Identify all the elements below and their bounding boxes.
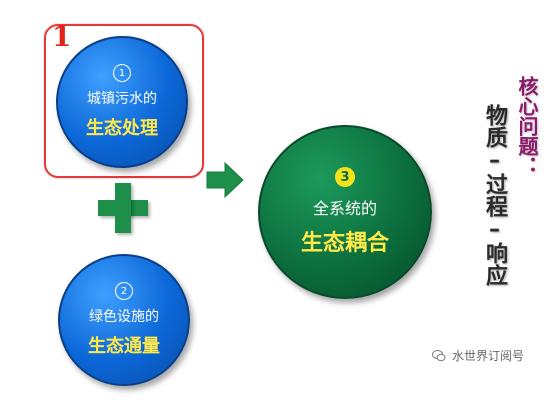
circle-line2: 生态耦合 xyxy=(300,231,389,256)
circle-line1: 城镇污水的 xyxy=(87,91,157,107)
watermark-text: 水世界订阅号 xyxy=(452,349,525,363)
circle-line2: 生态通量 xyxy=(88,336,160,357)
circle-number-marker: 3 xyxy=(335,167,355,187)
highlight-number: 1 xyxy=(52,20,72,53)
circle-number-marker: 2 xyxy=(115,282,133,300)
watermark: 水世界订阅号 xyxy=(432,347,524,364)
core-question-text: 物质–过程–响应 xyxy=(482,104,507,286)
circle-line1: 全系统的 xyxy=(312,199,377,218)
right-arrow-icon xyxy=(206,161,244,199)
circle-eco-treatment: 1 城镇污水的 生态处理 xyxy=(56,36,188,168)
circle-eco-flux: 2 绿色设施的 生态通量 xyxy=(58,254,190,386)
wechat-icon xyxy=(432,349,446,361)
circle-number-marker: 1 xyxy=(113,64,131,82)
highlight-box xyxy=(44,24,204,178)
circle-line1: 绿色设施的 xyxy=(89,309,159,325)
plus-icon xyxy=(98,183,148,233)
core-question-title: 核心问题： xyxy=(515,76,539,176)
circle-eco-coupling: 3 全系统的 生态耦合 xyxy=(258,125,432,299)
circle-line2: 生态处理 xyxy=(86,118,158,139)
